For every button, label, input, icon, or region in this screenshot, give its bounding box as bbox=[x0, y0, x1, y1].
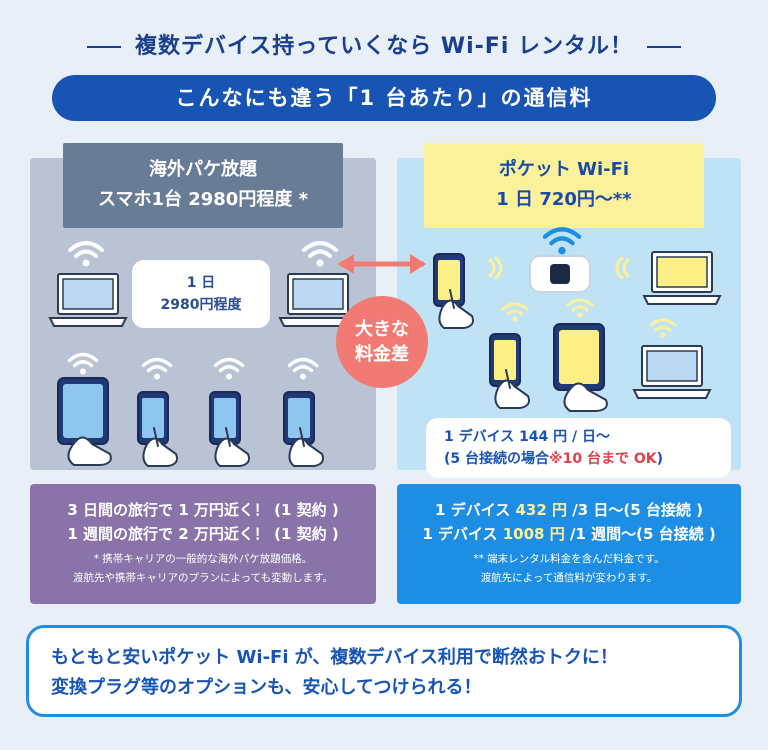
connection-note-post: ) bbox=[656, 451, 664, 467]
carrier-note-line1: * 携帯キャリアの一般的な海外パケ放題価格。 bbox=[93, 553, 313, 565]
footer-line1: もともと安いポケット Wi-Fi が、複数デバイス利用で断然おトクに！ bbox=[51, 647, 618, 668]
smartphone-hand-icon bbox=[132, 388, 182, 468]
headline-dash-right bbox=[647, 46, 682, 48]
pocket-wifi-cost-1week: 1 デバイス 1008 円 /1 週間～(5 台接続 ) bbox=[397, 522, 741, 546]
carrier-cost-1week: 1 週間の旅行で 2 万円近く！ (1 契約 ) bbox=[67, 525, 339, 543]
price-difference-line1: 大きな bbox=[355, 319, 409, 340]
carrier-daily-badge: 1 日 2980円程度 bbox=[132, 260, 270, 328]
tablet-icon bbox=[548, 322, 618, 412]
carrier-cost-summary: 3 日間の旅行で 1 万円近く！ (1 契約 ) 1 週間の旅行で 2 万円近く… bbox=[30, 484, 376, 604]
pocket-wifi-cost-3days: 1 デバイス 432 円 /3 日～(5 台接続 ) bbox=[397, 498, 741, 522]
double-arrow-icon bbox=[338, 254, 426, 274]
footer-message: もともと安いポケット Wi-Fi が、複数デバイス利用で断然おトクに！ 変換プラ… bbox=[26, 625, 742, 717]
per-device-price-line1: 1 デバイス 144 円 / 日～ bbox=[444, 429, 611, 445]
cost-3days-pre: 1 デバイス bbox=[435, 501, 516, 519]
headline: 複数デバイス持っていくなら Wi-Fi レンタル！ bbox=[0, 28, 768, 60]
wifi-signal-icon bbox=[300, 238, 340, 268]
pocket-wifi-note-line1: ** 端末レンタル料金を含んだ料金です。 bbox=[473, 553, 665, 565]
cost-3days-post: /3 日～(5 台接続 ) bbox=[567, 501, 703, 519]
smartphone-hand-icon bbox=[484, 330, 534, 410]
cost-3days-price: 432 円 bbox=[515, 501, 568, 519]
cost-1week-price: 1008 円 bbox=[502, 525, 565, 543]
wifi-signal-icon bbox=[615, 256, 630, 280]
per-device-price-line2: (5 台接続の場合※10 台まで OK) bbox=[444, 448, 731, 470]
carrier-plan-title: 海外パケ放題 スマホ1台 2980円程度 * bbox=[63, 143, 343, 228]
wifi-signal-icon bbox=[286, 355, 320, 381]
pocket-wifi-title: ポケット Wi-Fi 1 日 720円～** bbox=[424, 143, 704, 228]
pocket-wifi-router-icon bbox=[529, 255, 591, 293]
wifi-signal-icon bbox=[140, 355, 174, 381]
wifi-signal-icon bbox=[488, 256, 503, 280]
carrier-plan-title-line1: 海外パケ放題 bbox=[149, 159, 257, 180]
footer-line2: 変換プラグ等のオプションも、安心してつけられる！ bbox=[51, 677, 482, 698]
carrier-note-line2: 渡航先や携帯キャリアのプランによっても変動します。 bbox=[72, 572, 334, 584]
wifi-signal-icon bbox=[212, 355, 246, 381]
cost-1week-pre: 1 デバイス bbox=[422, 525, 503, 543]
smartphone-hand-icon bbox=[204, 388, 254, 468]
pocket-wifi-title-line1: ポケット Wi-Fi bbox=[498, 159, 630, 180]
price-difference-line2: 料金差 bbox=[355, 344, 409, 365]
pocket-wifi-title-line2: 1 日 720円～** bbox=[496, 189, 632, 210]
wifi-signal-icon bbox=[501, 302, 529, 322]
laptop-icon bbox=[642, 250, 722, 306]
wifi-signal-icon bbox=[566, 298, 594, 318]
smartphone-hand-icon bbox=[428, 250, 478, 330]
carrier-plan-title-line2: スマホ1台 2980円程度 * bbox=[97, 189, 309, 210]
smartphone-hand-icon bbox=[278, 388, 328, 468]
comparison-banner: こんなにも違う「1 台あたり」の通信料 bbox=[52, 75, 716, 121]
connection-note-pre: (5 台接続の場合 bbox=[444, 451, 550, 467]
cost-1week-post: /1 週間～(5 台接続 ) bbox=[564, 525, 716, 543]
laptop-icon bbox=[632, 344, 712, 400]
tablet-icon bbox=[52, 376, 122, 466]
carrier-daily-badge-line1: 1 日 bbox=[186, 275, 216, 291]
wifi-signal-icon bbox=[66, 350, 100, 376]
wifi-signal-icon bbox=[649, 318, 677, 338]
carrier-daily-badge-line2: 2980円程度 bbox=[160, 297, 242, 313]
headline-dash-left bbox=[86, 46, 121, 48]
per-device-price-box: 1 デバイス 144 円 / 日～ (5 台接続の場合※10 台まで OK) bbox=[426, 418, 731, 478]
pocket-wifi-cost-summary: 1 デバイス 432 円 /3 日～(5 台接続 ) 1 デバイス 1008 円… bbox=[397, 484, 741, 604]
max-devices-note: ※10 台まで OK bbox=[549, 451, 657, 467]
carrier-cost-3days: 3 日間の旅行で 1 万円近く！ (1 契約 ) bbox=[67, 501, 339, 519]
wifi-signal-icon bbox=[66, 238, 106, 268]
pocket-wifi-note-line2: 渡航先によって通信料が変わります。 bbox=[480, 572, 658, 584]
laptop-icon bbox=[48, 272, 128, 328]
headline-text: 複数デバイス持っていくなら Wi-Fi レンタル！ bbox=[134, 34, 634, 59]
price-difference-circle: 大きな 料金差 bbox=[336, 296, 428, 388]
